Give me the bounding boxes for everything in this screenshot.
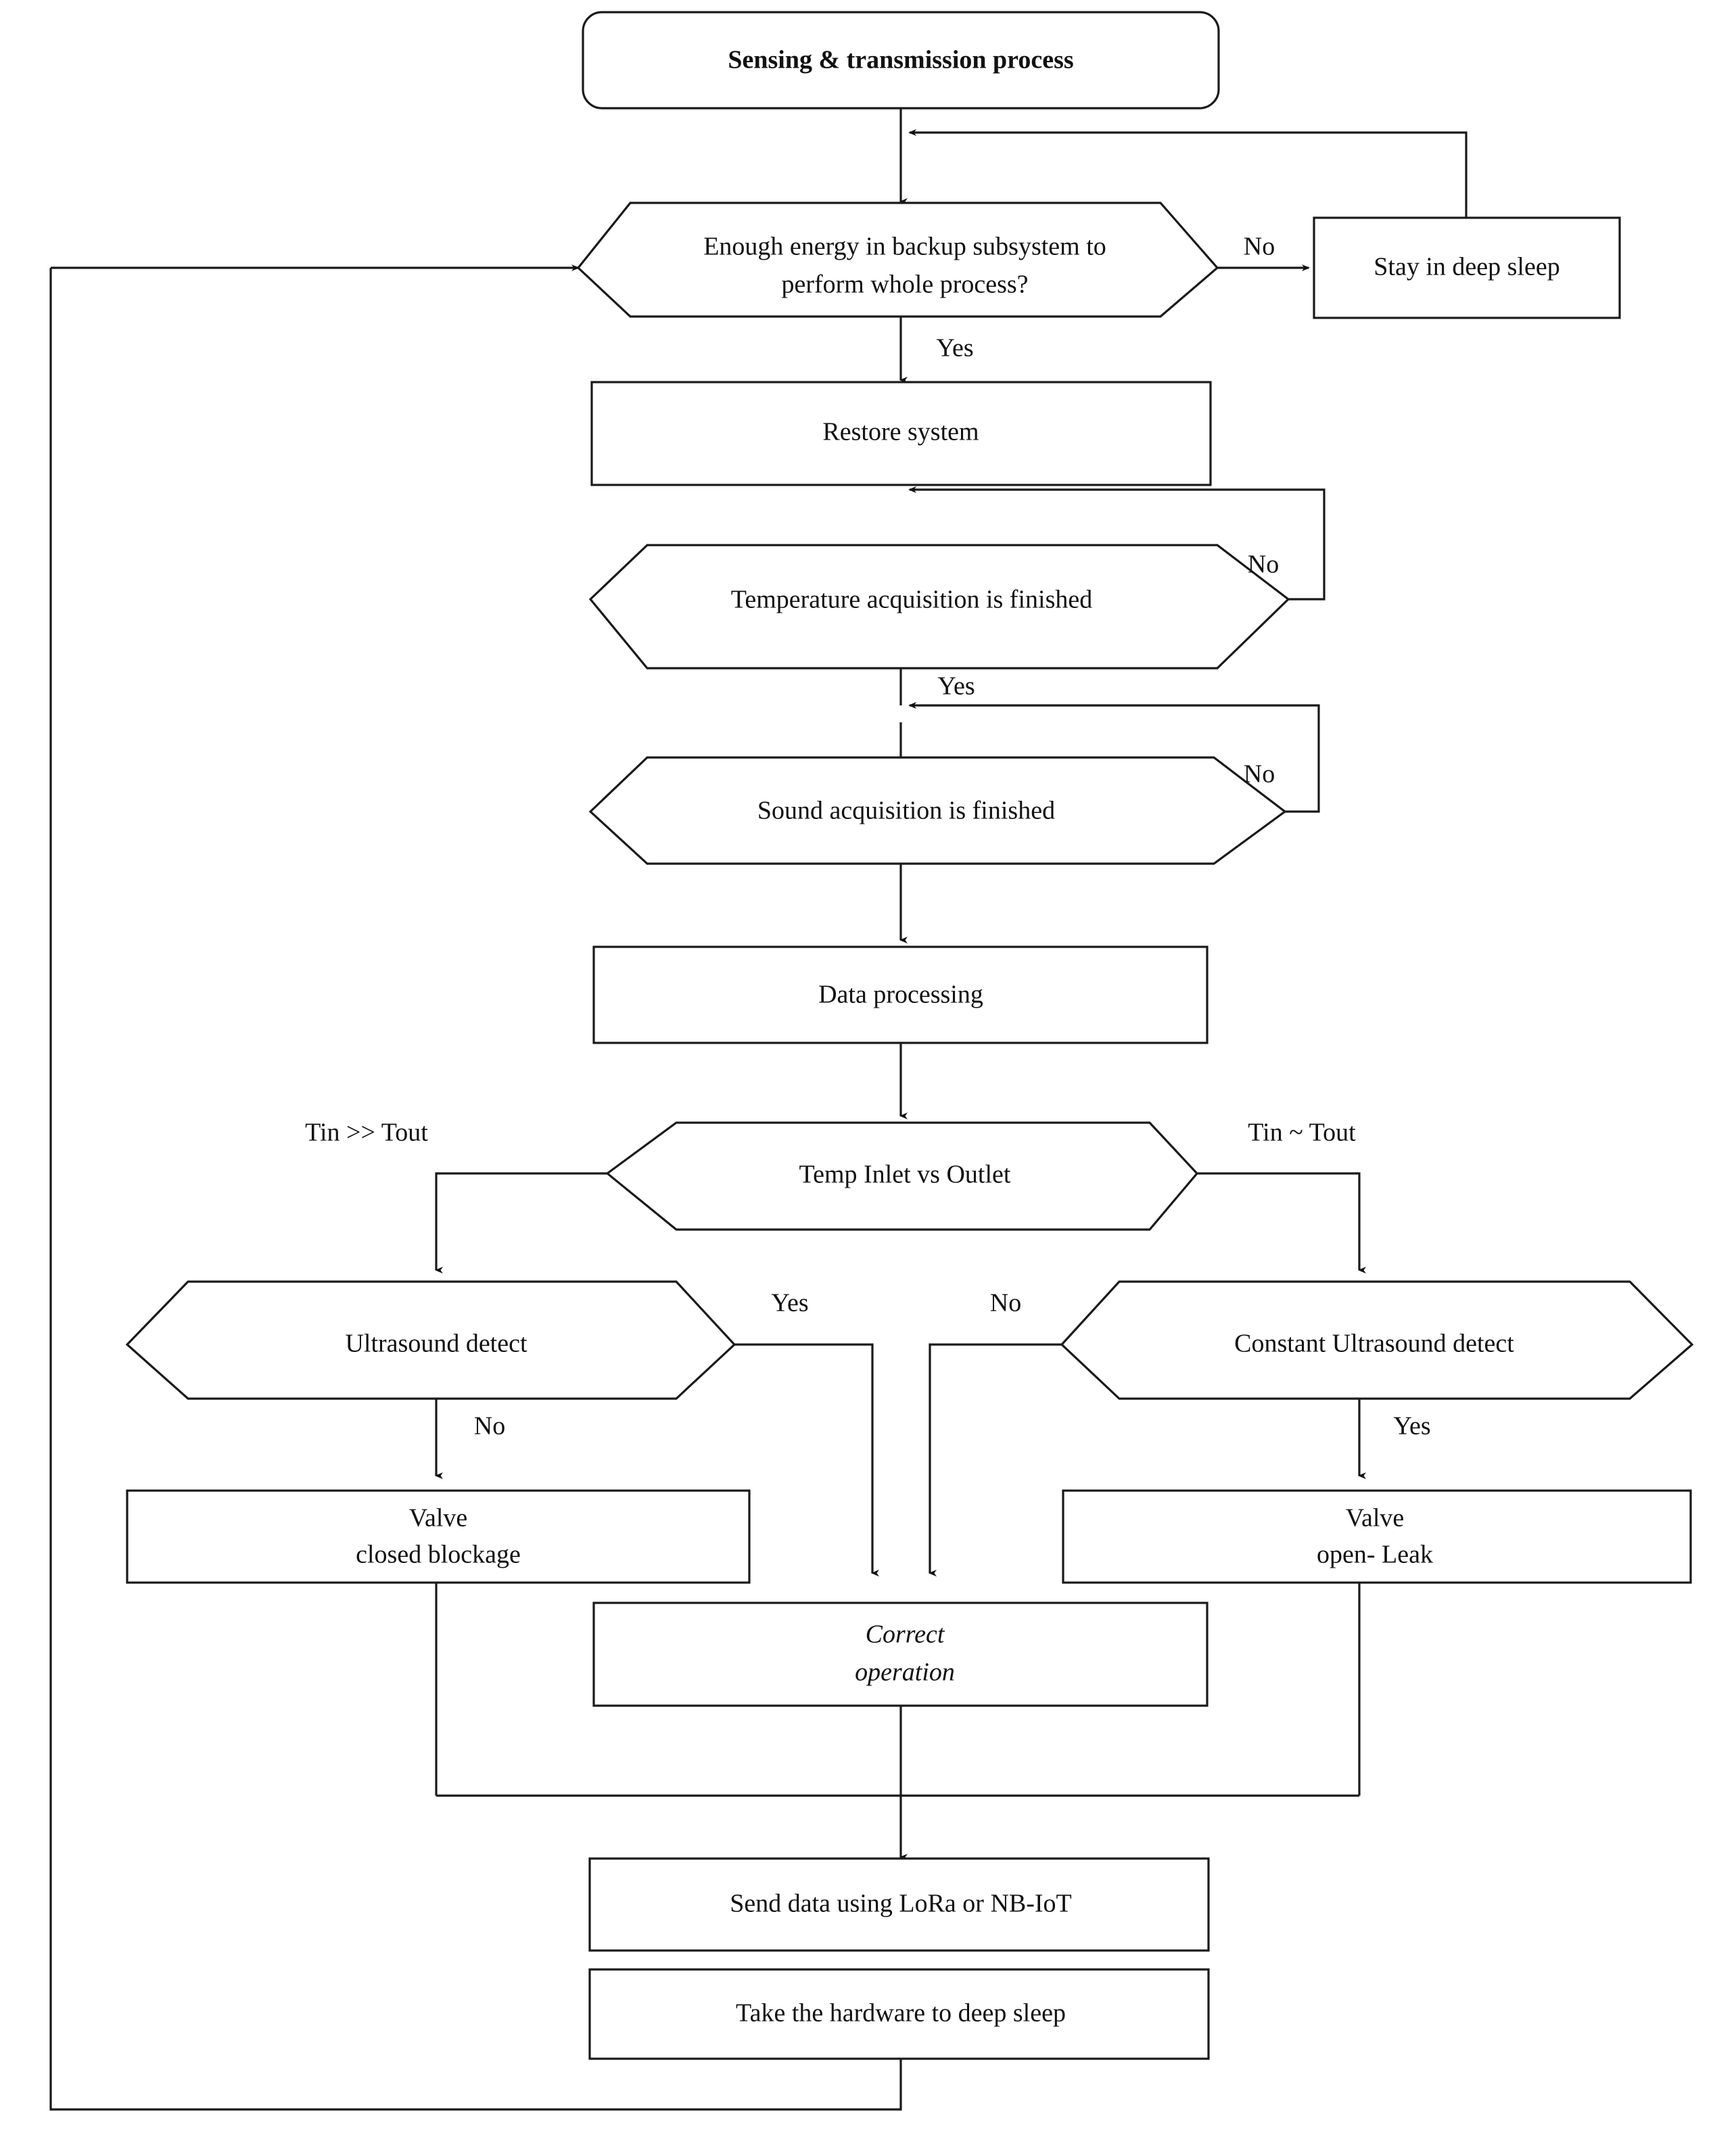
node-constant-ultrasound-detect[interactable]: Constant Ultrasound detect bbox=[1060, 1280, 1694, 1400]
data-proc-box bbox=[592, 945, 1209, 1044]
temp-acq-label: Temperature acquisition is finished bbox=[731, 586, 1092, 614]
constant-ultrasound-label: Constant Ultrasound detect bbox=[1234, 1330, 1514, 1358]
node-stay-deep-sleep[interactable]: Stay in deep sleep bbox=[1313, 216, 1621, 319]
correct-operation-box bbox=[592, 1602, 1209, 1707]
ultrasound-label: Ultrasound detect bbox=[345, 1330, 527, 1358]
node-restore-system[interactable]: Restore system bbox=[590, 381, 1212, 486]
deep-sleep-label: Stay in deep sleep bbox=[1374, 253, 1559, 281]
send-data-box bbox=[588, 1857, 1210, 1952]
edge-label-ultrasound-yes: Yes bbox=[771, 1289, 808, 1317]
restore-box bbox=[590, 381, 1212, 486]
node-sound-acquisition[interactable]: Sound acquisition is finished bbox=[588, 756, 1287, 865]
valve-closed-box bbox=[126, 1489, 751, 1584]
edge-label-energy-no: No bbox=[1244, 233, 1275, 261]
energy-check-label-line1: Enough energy in backup subsystem to bbox=[703, 233, 1106, 261]
valve-open-label-line2: open- Leak bbox=[1317, 1541, 1433, 1569]
edge-label-constant-yes: Yes bbox=[1393, 1412, 1430, 1441]
valve-open-label-line1: Valve bbox=[1346, 1504, 1405, 1533]
edge-feedback-trunk bbox=[49, 268, 902, 2111]
temp-compare-label: Temp Inlet vs Outlet bbox=[799, 1161, 1011, 1189]
valve-closed-label-line2: closed blockage bbox=[356, 1541, 521, 1569]
edge-label-energy-yes: Yes bbox=[936, 334, 973, 363]
edge-label-temp-yes: Yes bbox=[937, 672, 975, 701]
valve-open-box bbox=[1062, 1489, 1692, 1584]
node-ultrasound-detect[interactable]: Ultrasound detect bbox=[125, 1280, 736, 1400]
node-take-hardware-deep-sleep[interactable]: Take the hardware to deep sleep bbox=[588, 1968, 1210, 2060]
restore-label: Restore system bbox=[822, 418, 979, 446]
edge-constant-no bbox=[929, 1343, 1062, 1577]
edge-label-tin-approx: Tin ~ Tout bbox=[1248, 1119, 1356, 1147]
edge-tin-approx bbox=[1197, 1172, 1366, 1274]
edge-ultrasound-yes bbox=[734, 1343, 879, 1577]
data-proc-label: Data processing bbox=[818, 981, 983, 1009]
edge-label-temp-no: No bbox=[1248, 551, 1279, 579]
energy-check-hexagon bbox=[576, 202, 1219, 318]
node-valve-open-leak[interactable]: Valve open- Leak bbox=[1062, 1489, 1692, 1584]
node-start[interactable]: Sensing & transmission process bbox=[582, 11, 1220, 110]
edge-label-tin-much-greater: Tin >> Tout bbox=[305, 1119, 428, 1147]
edge-sound-no-loop bbox=[908, 702, 1320, 813]
take-sleep-label: Take the hardware to deep sleep bbox=[736, 1999, 1066, 2028]
node-valve-closed-blockage[interactable]: Valve closed blockage bbox=[126, 1489, 751, 1584]
edge-label-ultrasound-no: No bbox=[474, 1412, 505, 1441]
start-label: Sensing & transmission process bbox=[728, 46, 1073, 74]
energy-check-label-line2: perform whole process? bbox=[781, 271, 1028, 299]
node-temp-inlet-vs-outlet[interactable]: Temp Inlet vs Outlet bbox=[605, 1121, 1199, 1231]
edge-temp-no-loop bbox=[908, 486, 1326, 601]
temp-compare-hexagon bbox=[605, 1121, 1199, 1231]
send-data-label: Send data using LoRa or NB-IoT bbox=[730, 1890, 1072, 1918]
constant-ultrasound-hexagon bbox=[1060, 1280, 1694, 1400]
ultrasound-hexagon bbox=[125, 1280, 736, 1400]
edge-tin-much-greater bbox=[435, 1172, 607, 1274]
take-sleep-box bbox=[588, 1968, 1210, 2060]
sound-acq-hexagon bbox=[588, 756, 1287, 865]
edge-deepsleep-return bbox=[908, 129, 1468, 218]
correct-operation-label-line1: Correct bbox=[866, 1620, 945, 1649]
edge-label-sound-no: No bbox=[1244, 760, 1275, 789]
sound-acq-label: Sound acquisition is finished bbox=[757, 797, 1055, 825]
node-energy-check[interactable]: Enough energy in backup subsystem to per… bbox=[576, 202, 1219, 318]
node-correct-operation[interactable]: Correct operation bbox=[592, 1602, 1209, 1707]
deep-sleep-box bbox=[1313, 216, 1621, 319]
correct-operation-label-line2: operation bbox=[855, 1658, 955, 1687]
temp-acq-hexagon bbox=[588, 544, 1290, 670]
node-temperature-acquisition[interactable]: Temperature acquisition is finished bbox=[588, 544, 1290, 670]
edge-label-constant-no: No bbox=[990, 1289, 1021, 1317]
valve-closed-label-line1: Valve bbox=[409, 1504, 468, 1533]
node-data-processing[interactable]: Data processing bbox=[592, 945, 1209, 1044]
start-box bbox=[582, 11, 1220, 110]
node-send-data[interactable]: Send data using LoRa or NB-IoT bbox=[588, 1857, 1210, 1952]
